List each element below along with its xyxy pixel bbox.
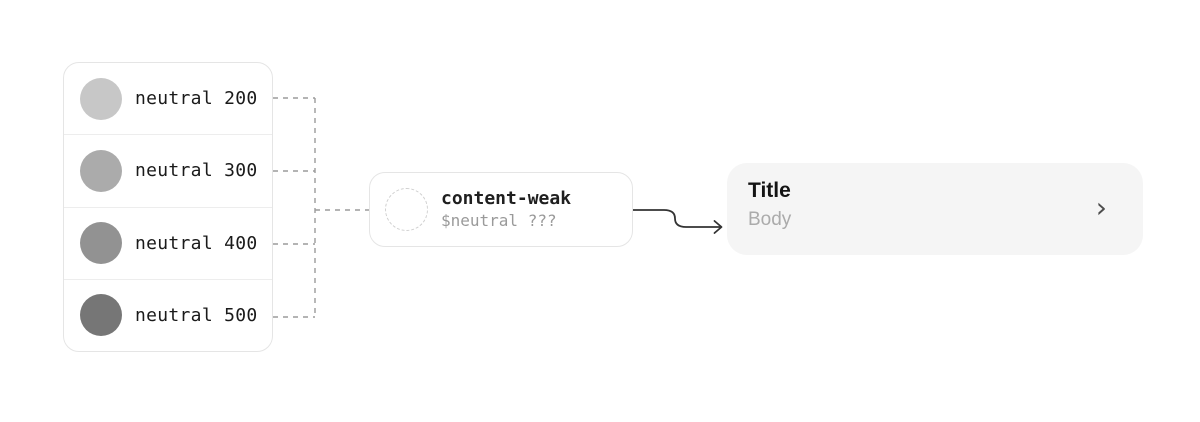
card-body: Body [748,209,792,231]
token-value: $neutral ??? [441,210,557,230]
color-swatch-neutral-400 [80,222,122,265]
swatch-label: neutral 300 [135,160,258,182]
color-swatch-neutral-500 [80,294,122,337]
list-item: neutral 300 [64,135,272,208]
swatch-label: neutral 500 [135,304,258,326]
arrowhead-icon [713,220,723,234]
swatch-label: neutral 400 [135,232,258,254]
list-item: neutral 200 [64,63,272,136]
color-swatch-neutral-300 [80,149,122,192]
dashed-wire-group [273,97,369,318]
token-node-content-weak: content-weak $neutral ??? [369,172,633,247]
color-swatch-neutral-200 [80,77,122,120]
list-item: neutral 400 [64,208,272,280]
dashed-placeholder-circle-icon [385,188,428,231]
chevron-right-icon: › [1095,190,1107,224]
swatch-label: neutral 200 [135,88,258,110]
neutral-scale-panel: neutral 200 neutral 300 neutral 400 neut… [63,62,273,352]
arrow-connector [632,209,723,234]
list-item: neutral 500 [64,280,272,351]
preview-card[interactable]: Title Body › [727,163,1143,255]
token-name: content-weak [441,187,572,209]
card-title: Title [748,179,791,202]
